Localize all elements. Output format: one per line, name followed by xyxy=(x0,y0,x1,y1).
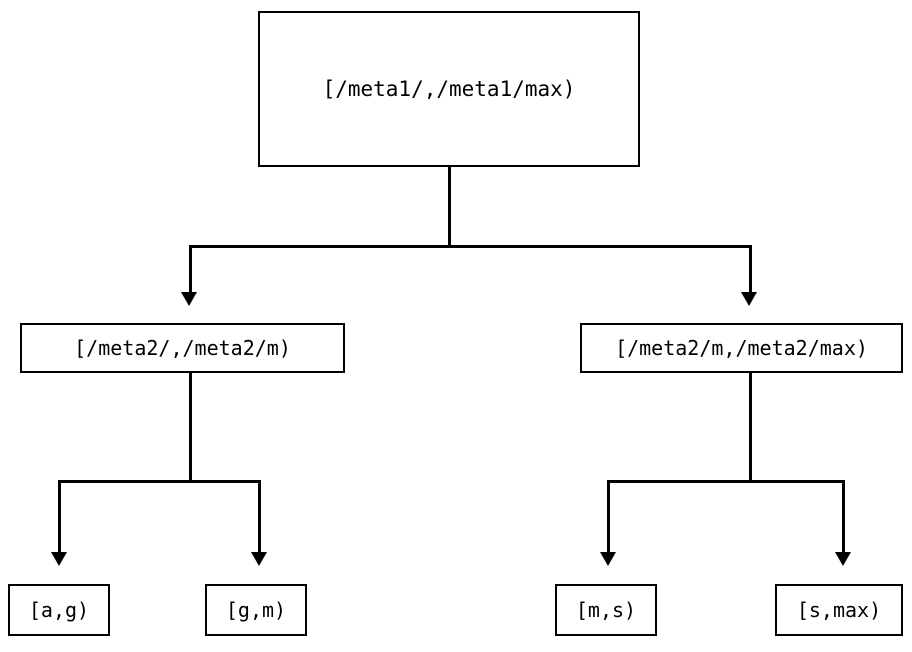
tree-node-leaf-0-label: [a,g) xyxy=(28,598,90,622)
edge-root-to-mid-right xyxy=(749,245,752,293)
tree-node-leaf-2[interactable]: [m,s) xyxy=(555,584,657,636)
tree-node-root[interactable]: [/meta1/,/meta1/max) xyxy=(258,11,640,167)
arrowhead-mid-left-to-leaf-0-icon xyxy=(51,552,67,566)
tree-node-leaf-1[interactable]: [g,m) xyxy=(205,584,307,636)
edge-mid-right-bus xyxy=(607,480,845,483)
arrowhead-mid-right-to-leaf-2-icon xyxy=(600,552,616,566)
tree-node-leaf-0[interactable]: [a,g) xyxy=(8,584,110,636)
edge-mid-right-stem xyxy=(749,373,752,483)
tree-node-leaf-2-label: [m,s) xyxy=(575,598,637,622)
arrowhead-root-to-mid-right-icon xyxy=(741,292,757,306)
edge-root-to-mid-left xyxy=(189,245,192,293)
arrowhead-root-to-mid-left-icon xyxy=(181,292,197,306)
edge-mid-right-to-leaf-2 xyxy=(607,480,610,553)
tree-node-mid-left-label: [/meta2/,/meta2/m) xyxy=(74,336,291,360)
edge-mid-left-bus xyxy=(58,480,261,483)
tree-node-leaf-3[interactable]: [s,max) xyxy=(775,584,903,636)
edge-mid-left-to-leaf-1 xyxy=(258,480,261,553)
arrowhead-mid-left-to-leaf-1-icon xyxy=(251,552,267,566)
tree-node-root-label: [/meta1/,/meta1/max) xyxy=(322,76,576,101)
edge-root-bus xyxy=(189,245,752,248)
tree-node-leaf-1-label: [g,m) xyxy=(225,598,287,622)
tree-node-mid-right-label: [/meta2/m,/meta2/max) xyxy=(615,336,868,360)
tree-node-mid-right[interactable]: [/meta2/m,/meta2/max) xyxy=(580,323,903,373)
edge-root-stem xyxy=(448,167,451,247)
edge-mid-left-stem xyxy=(189,373,192,483)
arrowhead-mid-right-to-leaf-3-icon xyxy=(835,552,851,566)
edge-mid-right-to-leaf-3 xyxy=(842,480,845,553)
tree-node-leaf-3-label: [s,max) xyxy=(796,598,882,622)
tree-node-mid-left[interactable]: [/meta2/,/meta2/m) xyxy=(20,323,345,373)
edge-mid-left-to-leaf-0 xyxy=(58,480,61,553)
